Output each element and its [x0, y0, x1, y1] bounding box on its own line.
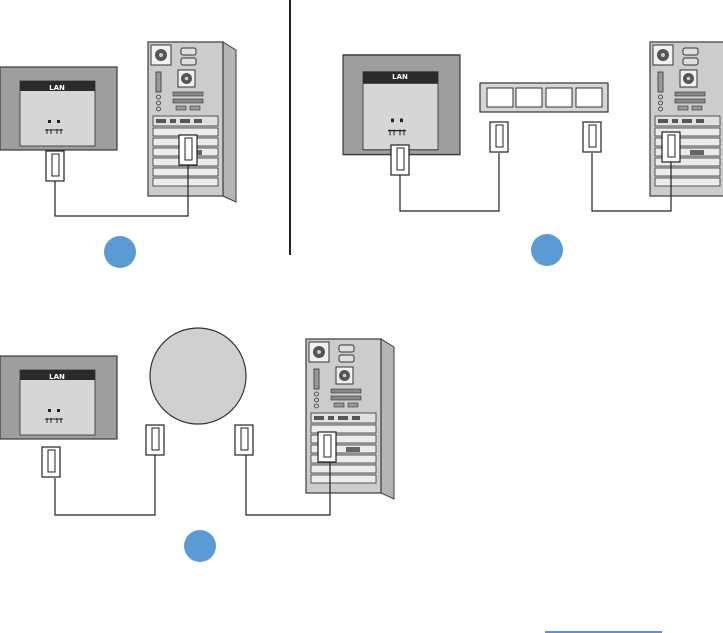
lan-port-label: LAN [392, 73, 408, 81]
internet-cloud-icon [150, 328, 246, 424]
rj45-connector-icon [46, 151, 64, 181]
rj45-connector-icon [318, 432, 336, 462]
pc-tower-icon [306, 339, 394, 499]
rj45-connector-icon [235, 425, 253, 455]
panel-direct: LAN [0, 42, 236, 268]
lan-port-label: LAN [49, 373, 65, 381]
pc-tower-icon [148, 42, 236, 202]
rj45-connector-icon [583, 122, 601, 152]
rj45-connector-icon [391, 145, 409, 175]
step-badge [104, 236, 136, 268]
lan-cable [400, 153, 499, 211]
lan-port-label: LAN [49, 84, 65, 92]
pc-tower-icon [650, 42, 723, 202]
lan-cable [55, 455, 155, 515]
rj45-connector-icon [42, 447, 60, 477]
monitor-icon: LAN [0, 67, 117, 150]
step-badge [184, 530, 216, 562]
rj45-connector-icon [490, 122, 508, 152]
rj45-connector-icon [179, 135, 197, 165]
rj45-connector-icon [662, 132, 680, 162]
panel-internet: LAN [0, 328, 394, 562]
rj45-connector-icon [146, 425, 164, 455]
monitor-icon: LAN [343, 55, 460, 155]
network-hub-icon [480, 83, 608, 112]
step-badge [531, 234, 563, 266]
panel-hub: LAN [343, 42, 723, 266]
monitor-icon: LAN [0, 356, 117, 439]
